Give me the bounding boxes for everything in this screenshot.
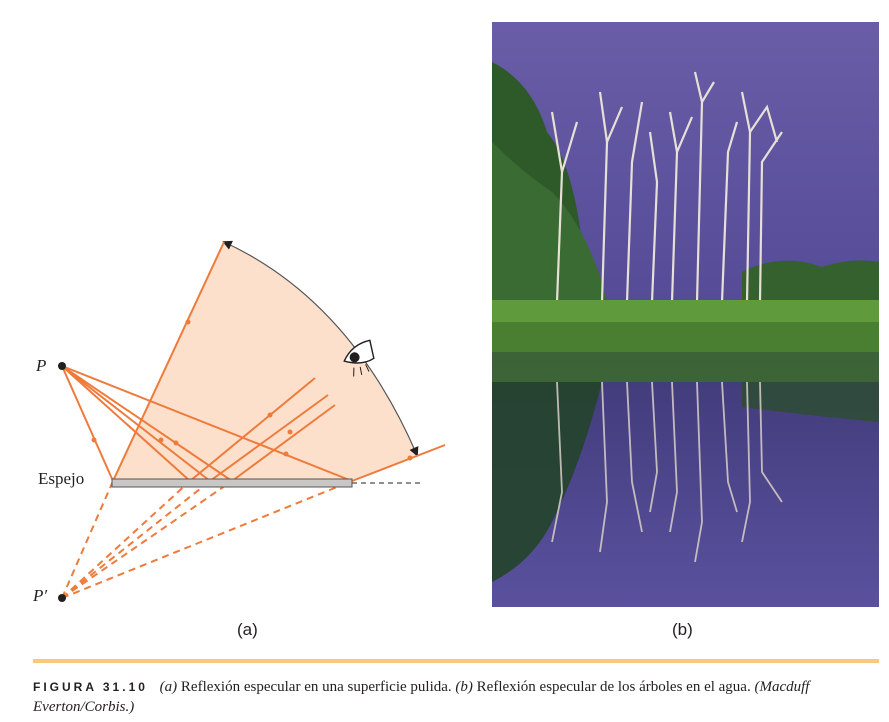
reflection-photo xyxy=(492,22,879,607)
caption-credit: (Macduff Everton/Corbis.) xyxy=(33,679,810,715)
mirror xyxy=(111,478,353,488)
point-p-prime-label: P′ xyxy=(33,586,48,605)
caption-text-a: Reflexión especular en una superficie pu… xyxy=(180,679,452,695)
sublabel-a: (a) xyxy=(237,620,258,639)
reflected-rays xyxy=(112,241,446,482)
point-p-label: P xyxy=(36,356,47,375)
figure-label: FIGURA 31.10 xyxy=(33,680,148,694)
viewing-arc xyxy=(222,240,419,457)
caption-rule xyxy=(33,659,879,663)
mirror-label: Espejo xyxy=(38,469,85,488)
ray-diagram xyxy=(58,240,446,602)
ray-direction-dots xyxy=(91,319,413,461)
viewing-fan xyxy=(113,242,417,481)
point-p-dot xyxy=(58,362,66,370)
incident-rays xyxy=(61,365,353,482)
virtual-rays xyxy=(61,480,353,599)
figure-caption: FIGURA 31.10 (a) Reflexión especular en … xyxy=(33,677,873,717)
sublabel-b: (b) xyxy=(672,620,693,639)
caption-part-a-marker: (a) xyxy=(159,679,178,695)
point-p-prime-dot xyxy=(58,594,66,602)
caption-text-b: Reflexión especular de los árboles en el… xyxy=(476,679,751,695)
caption-part-b-marker: (b) xyxy=(455,679,473,695)
eye-icon xyxy=(343,339,375,377)
